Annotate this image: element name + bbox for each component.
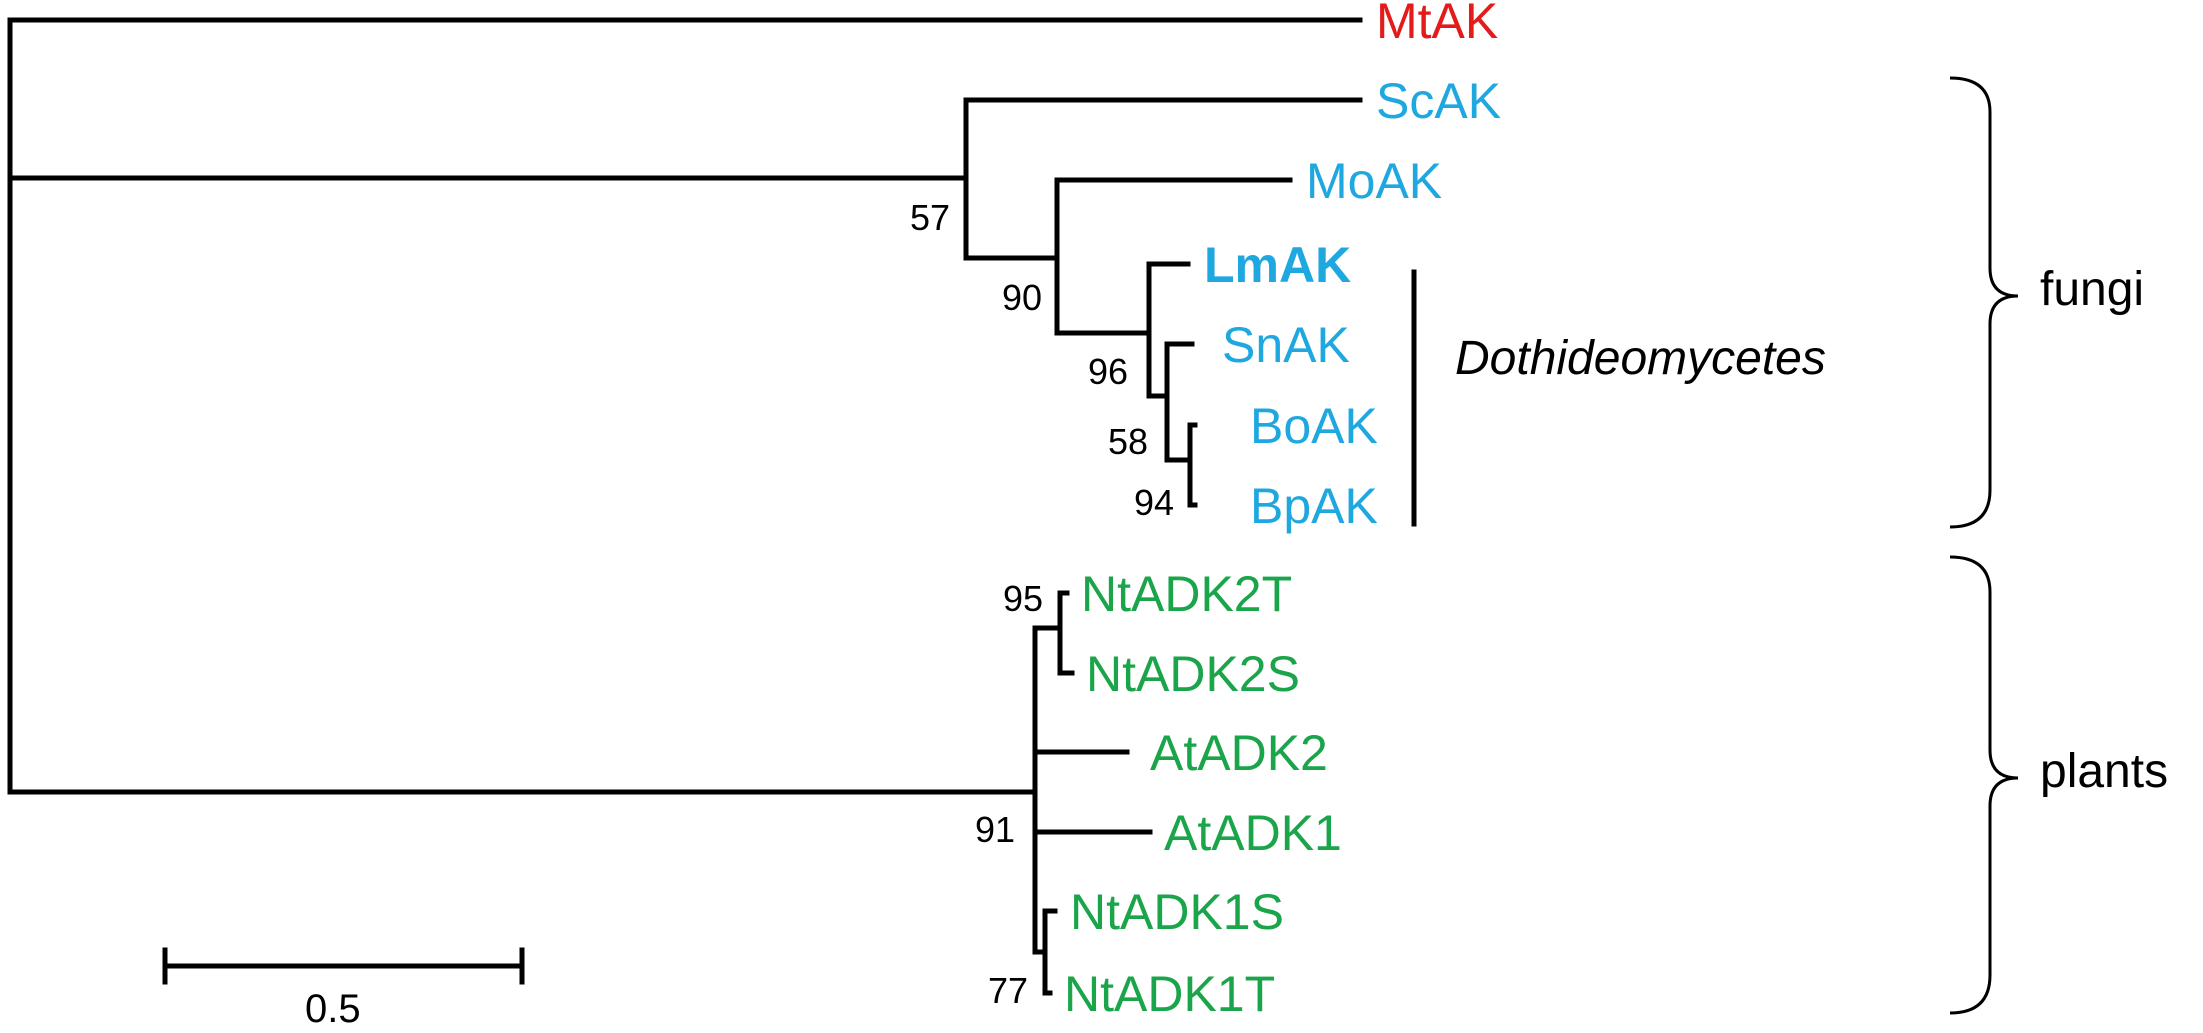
support-snak-node: 58 [1108,421,1148,462]
taxon-mtak: MtAK [1376,0,1498,49]
support-fungi-root: 57 [910,197,950,238]
taxon-ntadk1t: NtADK1T [1064,966,1275,1022]
taxon-ntadk2s: NtADK2S [1086,646,1300,702]
dothideomycetes-label: Dothideomycetes [1455,332,1826,385]
tree-branches [7,17,1363,996]
support-lmak-node: 96 [1088,351,1128,392]
support-moak-node: 90 [1002,277,1042,318]
taxon-ntadk2t: NtADK2T [1081,566,1292,622]
taxon-moak: MoAK [1306,153,1442,209]
plants-label: plants [2040,745,2168,798]
taxon-scak: ScAK [1376,73,1501,129]
taxon-bpak: BpAK [1250,478,1378,534]
fungi-label: fungi [2040,263,2144,316]
taxon-ntadk1s: NtADK1S [1070,884,1284,940]
taxon-snak: SnAK [1222,317,1350,373]
taxon-atadk1: AtADK1 [1164,805,1342,861]
support-ntadk2-node: 95 [1003,578,1043,619]
scale-bar: 0.5 [162,947,525,1031]
scale-bar-label: 0.5 [305,987,361,1031]
taxon-atadk2: AtADK2 [1150,725,1328,781]
support-bo-bp-node: 94 [1134,482,1174,523]
plants-brace [1949,555,2019,1015]
taxon-labels: MtAK ScAK MoAK LmAK SnAK BoAK BpAK NtADK… [1064,0,1501,1022]
fungi-brace [1949,76,2019,529]
support-ntadk1-node: 77 [988,970,1028,1011]
taxon-boak: BoAK [1250,398,1378,454]
taxon-lmak: LmAK [1204,237,1351,293]
support-plants-root: 91 [975,809,1015,850]
support-values: 57 90 96 58 94 95 91 77 [910,197,1174,1011]
